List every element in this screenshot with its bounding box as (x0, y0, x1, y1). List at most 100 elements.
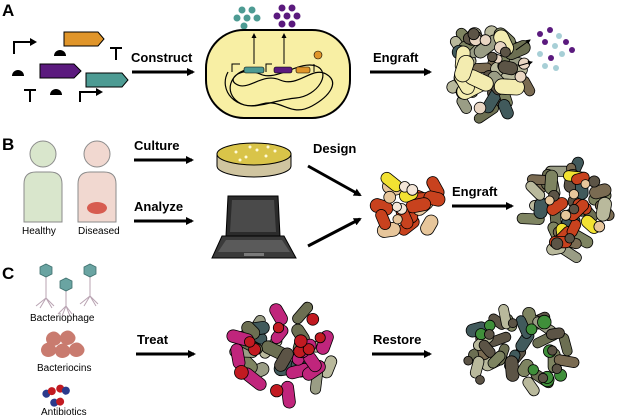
coccus-icon (499, 46, 511, 58)
pathogen-coccus-icon (302, 343, 315, 356)
community-secreted-molecules (515, 27, 575, 71)
bacterium-icon (498, 99, 514, 120)
engraft-label-b: Engraft (452, 184, 498, 199)
coccus-icon (406, 184, 419, 196)
coccus-icon (537, 372, 549, 384)
bacterium-icon (487, 350, 506, 369)
bacterium-icon (292, 301, 314, 325)
coccus-icon (473, 101, 487, 115)
engrafted-community-b (516, 156, 615, 264)
coccus-icon (551, 363, 563, 375)
dysbiotic-community (226, 301, 338, 409)
panel-b-letter: B (2, 135, 14, 154)
bacteriophage-icon (35, 263, 99, 317)
bacteriophage-label: Bacteriophage (30, 313, 95, 324)
design-label: Design (313, 141, 356, 156)
design-arrow-top (307, 164, 362, 197)
pathogen-bacterium-icon (280, 380, 296, 409)
engineered-bacterium-icon (454, 54, 475, 83)
promoter-icon (79, 91, 98, 102)
restore-label: Restore (373, 332, 421, 347)
restored-coccus-icon (527, 364, 539, 376)
coccus-icon (560, 209, 572, 221)
bacterium-icon (497, 60, 519, 76)
bacterium-icon (274, 347, 294, 372)
gene-teal-icon (85, 72, 129, 88)
bacterium-icon (504, 355, 520, 382)
healthy-label: Healthy (22, 226, 56, 237)
coccus-icon (463, 355, 474, 366)
designed-bacterium-icon (375, 209, 392, 230)
diseased-label: Diseased (78, 226, 120, 237)
bacterium-icon (545, 327, 565, 340)
coccus-icon (392, 214, 403, 225)
terminator-icon (110, 47, 122, 60)
restored-coccus-icon (525, 323, 538, 336)
engineered-cell (205, 29, 351, 119)
coccus-icon (580, 179, 591, 189)
diseased-person-icon (77, 140, 117, 223)
bacterium-icon (525, 180, 546, 201)
engraft-label-a: Engraft (373, 50, 419, 65)
design-arrow-bottom (307, 217, 362, 248)
rbs-icon (50, 89, 62, 95)
pathogen-coccus-icon (314, 332, 326, 344)
designed-bacterium-icon (420, 214, 439, 236)
pathogen-bacterium-icon (269, 303, 288, 326)
construct-label: Construct (131, 50, 193, 65)
pathogen-coccus-icon (306, 312, 320, 326)
gene-purple-icon (39, 63, 82, 79)
bacterium-icon (522, 376, 540, 397)
pathogen-coccus-icon (234, 365, 249, 380)
restored-coccus-icon (537, 314, 552, 330)
coccus-icon (514, 70, 527, 83)
coccus-icon (479, 34, 492, 46)
antibiotics-label: Antibiotics (41, 407, 87, 418)
laptop-icon (211, 195, 297, 259)
treat-label: Treat (137, 332, 169, 347)
designed-consortium (369, 171, 446, 238)
analyze-label: Analyze (134, 199, 183, 214)
coccus-icon (391, 201, 402, 212)
bacteriocins-label: Bacteriocins (37, 363, 91, 374)
coccus-icon (547, 345, 558, 356)
panel-c-letter: C (2, 264, 14, 283)
engineered-bacterium-icon (493, 78, 525, 96)
antibiotics-icon (42, 384, 70, 407)
coccus-icon (564, 233, 575, 244)
pathogen-coccus-icon (270, 384, 284, 398)
coccus-icon (383, 190, 397, 204)
bacterium-icon (595, 196, 612, 222)
coccus-icon (588, 175, 601, 188)
coccus-icon (475, 375, 485, 385)
pathogen-coccus-icon (243, 336, 256, 348)
terminator-icon (24, 89, 36, 102)
bacterium-icon (553, 354, 580, 368)
coccus-icon (593, 220, 606, 233)
culture-label: Culture (134, 138, 180, 153)
coccus-icon (483, 329, 495, 340)
coccus-icon (568, 189, 580, 200)
panel-a-letter: A (2, 1, 14, 20)
coccus-icon (507, 318, 518, 329)
coccus-icon (550, 237, 564, 250)
coccus-icon (487, 51, 498, 63)
coccus-icon (568, 203, 580, 215)
engrafted-community-a (446, 25, 536, 124)
rbs-icon (54, 50, 66, 56)
coccus-icon (544, 195, 555, 206)
rbs-icon (12, 70, 24, 76)
coccus-icon (467, 28, 480, 41)
restored-community (463, 304, 580, 397)
secreted-molecules (233, 4, 301, 30)
genetic-parts (12, 31, 129, 102)
bacterium-icon (469, 355, 485, 379)
pathogen-coccus-icon (294, 334, 308, 348)
healthy-person-icon (23, 140, 63, 223)
pathogen-coccus-icon (272, 322, 285, 334)
culture-dish-icon (216, 142, 292, 178)
bacteriocins-icon (41, 330, 85, 358)
promoter-icon (13, 41, 32, 54)
gene-orange-icon (63, 31, 105, 47)
